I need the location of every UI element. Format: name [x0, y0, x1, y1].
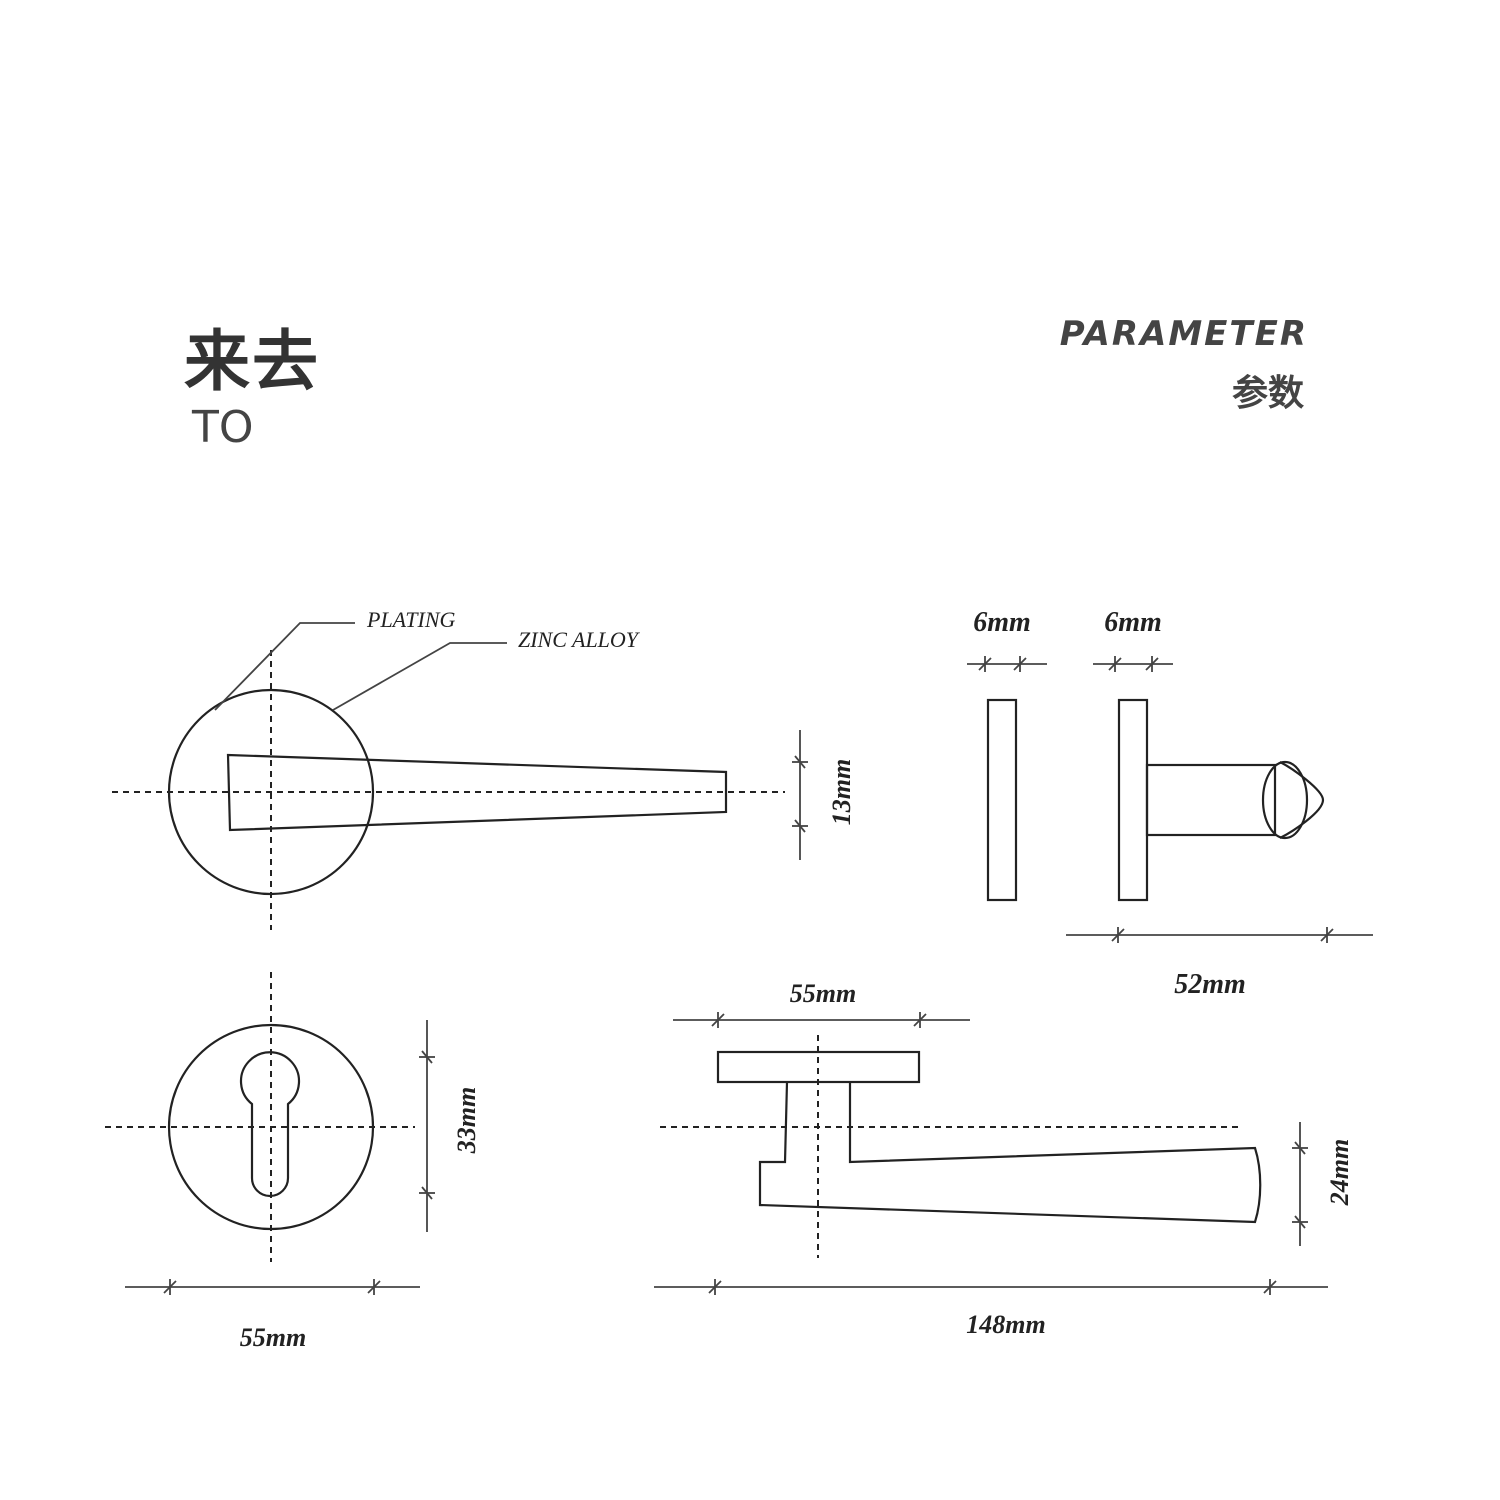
front-view-lever: PLATING ZINC ALLOY 13mm [112, 607, 856, 930]
dim-55mm-label: 55mm [240, 1323, 306, 1352]
dim-148mm-label: 148mm [966, 1310, 1045, 1339]
plating-label: PLATING [366, 607, 456, 632]
keyhole-outline [239, 1051, 301, 1198]
dim-13mm: 13mm [792, 730, 856, 860]
dim-52mm-label: 52mm [1174, 969, 1246, 1000]
rose-plate-with-spindle [1117, 698, 1149, 902]
side-view: 6mm 6mm 52mm [967, 607, 1373, 1000]
parameter-heading-cn: 参数 [1231, 373, 1304, 414]
dim-6mm-label-2: 6mm [1104, 607, 1162, 638]
lever-profile-outline [758, 1081, 1262, 1224]
product-name-cn: 来去 [184, 323, 320, 400]
zinc-alloy-leader [332, 642, 507, 711]
rose-plate-profile [716, 1050, 921, 1084]
neck [1145, 763, 1277, 837]
zinc-alloy-label: ZINC ALLOY [518, 627, 641, 652]
escutcheon-circle [167, 1023, 375, 1231]
dim-55mm-escutcheon: 55mm [125, 1279, 420, 1352]
rose-circle [167, 688, 375, 896]
parameter-heading: PARAMETER [1059, 314, 1308, 354]
escutcheon-view: 33mm 55mm [105, 972, 481, 1352]
dim-6mm-label-1: 6mm [973, 607, 1031, 638]
dim-33mm-label: 33mm [452, 1087, 481, 1154]
rose-plate-side [986, 698, 1018, 902]
dim-55mm-side-label: 55mm [790, 979, 856, 1008]
dim-13mm-label: 13mm [827, 759, 856, 825]
knob-end [1261, 760, 1309, 840]
plating-leader [214, 622, 355, 711]
dim-33mm: 33mm [419, 1020, 481, 1232]
lever-outline [226, 753, 728, 832]
dim-24mm-label: 24mm [1325, 1139, 1354, 1206]
lever-profile-view: 55mm 24mm 148mm [654, 979, 1354, 1339]
product-name-en: TO [192, 402, 254, 453]
